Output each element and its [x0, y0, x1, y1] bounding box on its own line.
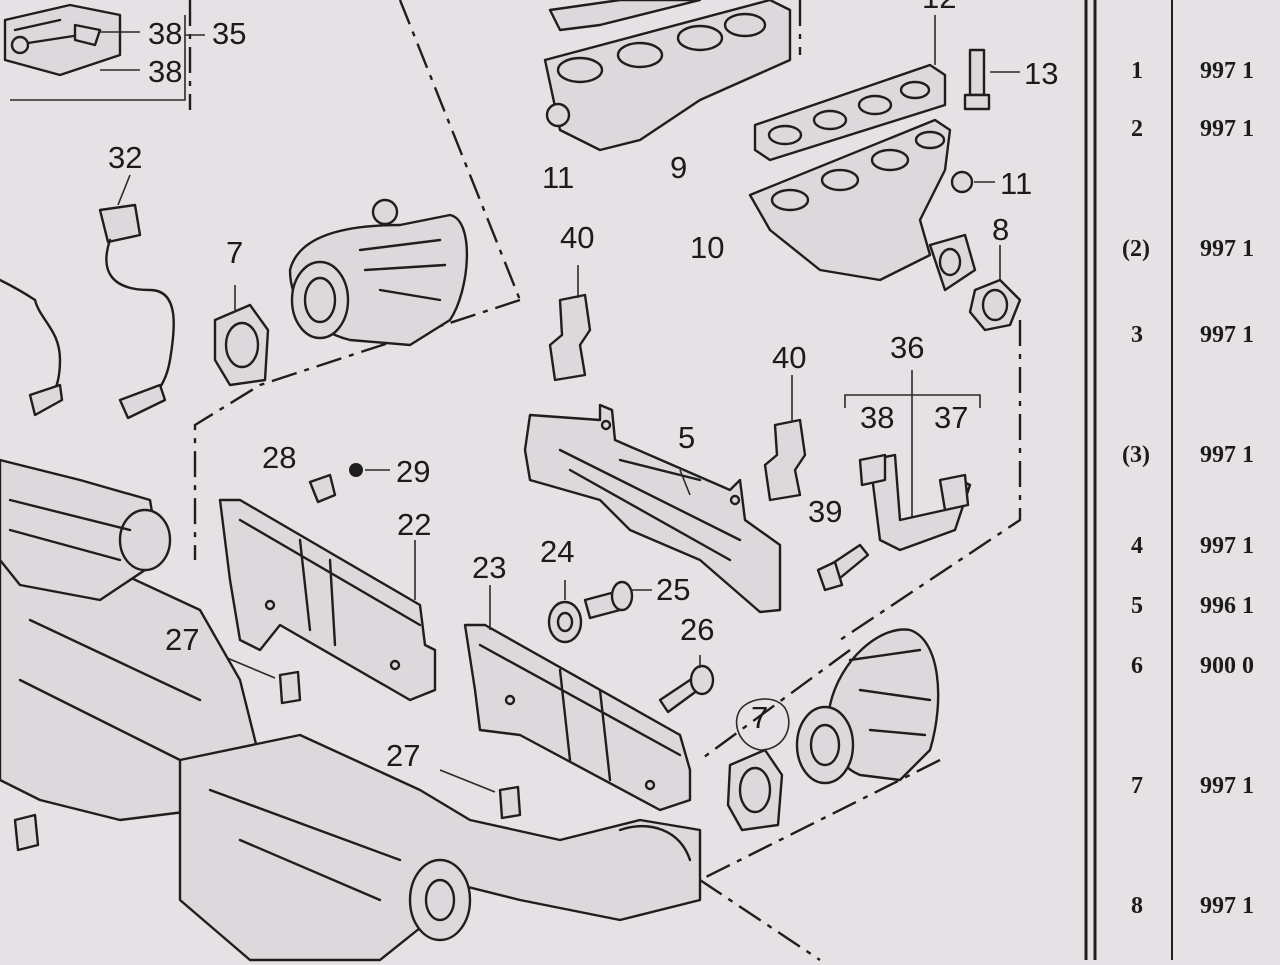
- table-row: 2 997 1: [1131, 116, 1254, 142]
- clip-27-lower: [439, 769, 522, 820]
- callout-40: 40: [560, 220, 594, 255]
- table-code: 997 1: [1200, 236, 1254, 262]
- table-row: 8 997 1: [1131, 893, 1254, 919]
- callout-26: 26: [680, 612, 714, 647]
- table-row: 7 997 1: [1131, 773, 1254, 799]
- sensor-40-upper: [548, 265, 592, 382]
- bolt-13: [963, 48, 1020, 111]
- gasket-8: [968, 245, 1022, 332]
- table-code: 997 1: [1200, 116, 1254, 142]
- callout-8: 8: [992, 212, 1009, 247]
- callout-38: 38: [148, 54, 182, 89]
- turbocharger-lower: [726, 628, 940, 832]
- bolt-25: [583, 580, 652, 620]
- callout-labels: 38 35 38 32 7 11 9 12 13 11 10 8 40 40 3…: [108, 0, 1058, 773]
- callout-36: 36: [890, 330, 924, 365]
- pin-28: [308, 473, 337, 504]
- callout-29: 29: [396, 454, 430, 489]
- callout-7: 7: [751, 700, 768, 735]
- callout-32: 32: [108, 140, 142, 175]
- callout-22: 22: [397, 507, 431, 542]
- oxygen-sensor-32: [0, 174, 175, 420]
- bracket-36: [844, 370, 981, 552]
- table-ref: 6: [1131, 653, 1143, 679]
- callout-28: 28: [262, 440, 296, 475]
- gasket-12: [753, 15, 947, 162]
- grouping-lines: [188, 0, 1022, 961]
- table-ref: 4: [1131, 533, 1143, 559]
- table-code: 997 1: [1200, 442, 1254, 468]
- table-code: 997 1: [1200, 58, 1254, 84]
- table-row: 4 997 1: [1131, 533, 1254, 559]
- callout-27: 27: [165, 622, 199, 657]
- table-ref: 8: [1131, 893, 1143, 919]
- exhaust-manifold-9: [543, 0, 792, 152]
- callout-7: 7: [226, 235, 243, 270]
- table-ref: (2): [1122, 236, 1150, 262]
- callout-40: 40: [772, 340, 806, 375]
- table-ref: (3): [1122, 442, 1150, 468]
- nut-11: [545, 102, 995, 194]
- heat-shield-5: [523, 403, 782, 614]
- table-row: 6 900 0: [1131, 653, 1254, 679]
- callout-9: 9: [670, 150, 687, 185]
- turbocharger-upper: [213, 198, 469, 387]
- table-code: 997 1: [1200, 893, 1254, 919]
- callout-11: 11: [1000, 166, 1032, 201]
- callout-38: 38: [860, 400, 894, 435]
- part-35-bracket: [3, 3, 205, 101]
- heat-shield-22: [218, 498, 437, 702]
- callout-12: 12: [922, 0, 956, 15]
- callout-25: 25: [656, 572, 690, 607]
- table-ref: 2: [1131, 116, 1143, 142]
- callout-24: 24: [540, 534, 574, 569]
- parts-table: 1 997 1 2 997 1 (2) 997 1 3 997 1 (3) 99…: [1122, 58, 1254, 919]
- table-code: 997 1: [1200, 773, 1254, 799]
- table-row: (3) 997 1: [1122, 442, 1254, 468]
- table-row: 1 997 1: [1131, 58, 1254, 84]
- ball-29: [349, 463, 390, 477]
- table-row: 3 997 1: [1131, 322, 1254, 348]
- parts-table-frame: [1084, 0, 1173, 960]
- table-code: 997 1: [1200, 533, 1254, 559]
- callout-37: 37: [934, 400, 968, 435]
- table-ref: 5: [1131, 593, 1143, 619]
- nut-24: [547, 580, 583, 644]
- callout-11: 11: [542, 160, 574, 195]
- table-ref: 7: [1131, 773, 1143, 799]
- sensor-40-lower: [763, 375, 807, 502]
- callout-39: 39: [808, 494, 842, 529]
- table-row: (2) 997 1: [1122, 236, 1254, 262]
- table-ref: 1: [1131, 58, 1143, 84]
- table-ref: 3: [1131, 322, 1143, 348]
- callout-5: 5: [678, 420, 695, 455]
- callout-10: 10: [690, 230, 724, 265]
- table-code: 997 1: [1200, 322, 1254, 348]
- bolt-26: [658, 655, 715, 714]
- exhaust-manifold-10: [748, 118, 977, 292]
- callout-35: 35: [212, 16, 246, 51]
- table-code: 900 0: [1200, 653, 1254, 679]
- table-row: 5 996 1: [1131, 593, 1254, 619]
- heat-shield-23: [463, 585, 692, 812]
- callout-13: 13: [1024, 56, 1058, 91]
- callout-38: 38: [148, 16, 182, 51]
- table-code: 996 1: [1200, 593, 1254, 619]
- exhaust-pipe-assembly: [0, 458, 702, 962]
- bolt-39: [816, 543, 870, 592]
- callout-27: 27: [386, 738, 420, 773]
- callout-23: 23: [472, 550, 506, 585]
